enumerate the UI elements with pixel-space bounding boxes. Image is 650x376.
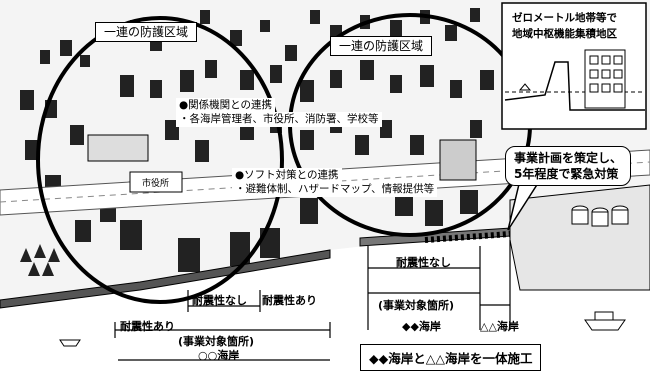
emergency-plan-callout: 事業計画を策定し、 5年程度で緊急対策 xyxy=(505,146,632,186)
left-target-label: (事業対象箇所) xyxy=(178,335,255,348)
zero-meter-inset xyxy=(501,2,647,130)
other-coast-name: △△海岸 xyxy=(480,320,519,333)
callout-line2: 5年程度で緊急対策 xyxy=(514,167,619,181)
soft-measures-detail: ・避難体制、ハザードマップ、情報提供等 xyxy=(232,182,438,197)
boat-icon xyxy=(584,311,626,331)
inset-line1: ゼロメートル地帯等で xyxy=(512,12,617,24)
left-seismic-yes-2: 耐震性あり xyxy=(262,294,317,307)
left-seismic-yes-1: 耐震性あり xyxy=(120,320,175,333)
left-zone-label: 一連の防護区域 xyxy=(95,22,198,42)
left-zone-circle xyxy=(36,16,284,304)
left-coast-dimension xyxy=(114,290,331,361)
callout-line1: 事業計画を策定し、 xyxy=(514,151,623,165)
right-coast-name: ◆◆海岸 xyxy=(402,320,441,333)
relations-title: ●関係機関との連携 xyxy=(176,98,276,113)
tank-icon xyxy=(571,205,629,227)
right-target-label: (事業対象箇所) xyxy=(378,299,455,312)
right-zone-label: 一連の防護区域 xyxy=(330,36,433,56)
city-hall-label: 市役所 xyxy=(142,179,170,189)
left-coast-name: ○○海岸 xyxy=(198,349,240,362)
soft-measures-title: ●ソフト対策との連携 xyxy=(232,168,342,183)
relations-detail: ・各海岸管理者、市役所、消防署、学校等 xyxy=(176,112,382,127)
tree-icon xyxy=(20,244,60,276)
integrated-construction-banner: ◆◆海岸と△△海岸を一体施工 xyxy=(360,344,542,371)
left-seismic-no: 耐震性なし xyxy=(192,294,247,307)
right-seismic-no: 耐震性なし xyxy=(396,256,451,269)
inset-line2: 地域中枢機能集積地区 xyxy=(512,28,617,40)
small-boat-icon xyxy=(59,339,81,347)
right-coast-dimension xyxy=(367,240,511,330)
